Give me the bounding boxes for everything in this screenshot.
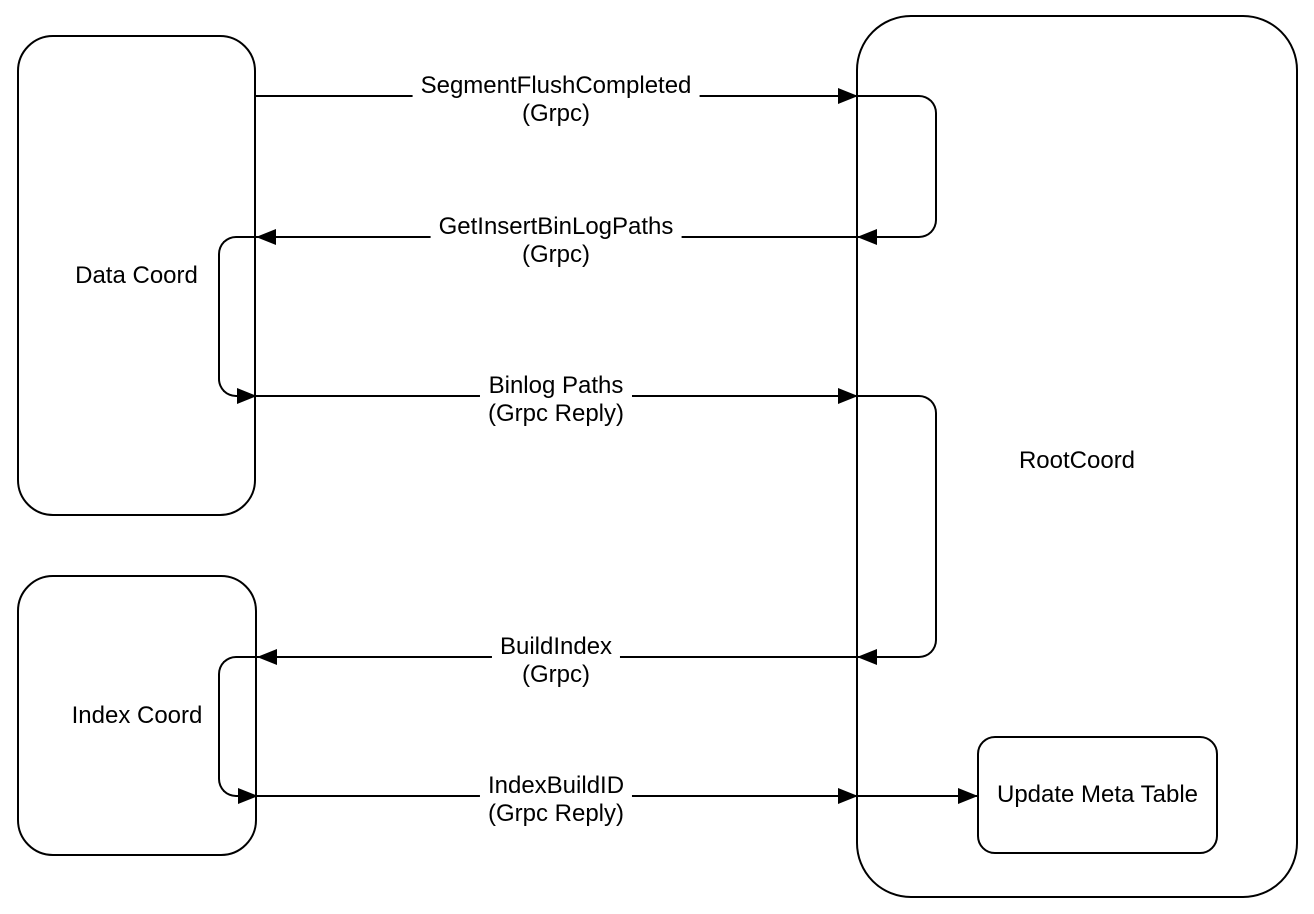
arrowhead-right-icon bbox=[838, 88, 858, 104]
node-root-coord-label: RootCoord bbox=[1018, 447, 1136, 474]
arrowhead-right-icon bbox=[838, 788, 858, 804]
message-name: BuildIndex bbox=[499, 633, 613, 660]
arrowhead-left-icon bbox=[857, 229, 877, 245]
node-data-coord-label: Data Coord bbox=[75, 261, 198, 289]
node-update-meta-table-label: Update Meta Table bbox=[996, 781, 1199, 808]
message-line-continuation bbox=[857, 795, 977, 797]
arrowhead-left-icon bbox=[257, 649, 277, 665]
message-protocol: (Grpc Reply) bbox=[487, 400, 625, 427]
node-root-coord: RootCoord bbox=[856, 15, 1298, 898]
arrowhead-right-icon bbox=[237, 388, 257, 404]
node-update-meta-table: Update Meta Table bbox=[977, 736, 1218, 854]
node-index-coord: Index Coord bbox=[17, 575, 257, 856]
message-protocol: (Grpc) bbox=[522, 241, 590, 268]
message-protocol: (Grpc) bbox=[522, 100, 590, 127]
processing-bracket-index-coord bbox=[218, 656, 257, 797]
message-name: IndexBuildID bbox=[487, 772, 625, 799]
arrowhead-right-icon bbox=[958, 788, 978, 804]
message-label: IndexBuildID (Grpc Reply) bbox=[479, 772, 633, 828]
message-label: Binlog Paths (Grpc Reply) bbox=[479, 372, 633, 428]
message-name: GetInsertBinLogPaths bbox=[438, 213, 674, 240]
message-name: Binlog Paths bbox=[488, 372, 624, 399]
message-protocol: (Grpc Reply) bbox=[487, 800, 625, 827]
message-label: BuildIndex (Grpc) bbox=[491, 633, 621, 689]
processing-bracket-rootcoord-2 bbox=[857, 395, 937, 658]
processing-bracket-rootcoord-1 bbox=[857, 95, 937, 238]
message-label: SegmentFlushCompleted (Grpc) bbox=[412, 72, 700, 128]
arrowhead-left-icon bbox=[256, 229, 276, 245]
arrowhead-left-icon bbox=[857, 649, 877, 665]
arrowhead-right-icon bbox=[838, 388, 858, 404]
arrowhead-right-icon bbox=[238, 788, 258, 804]
message-protocol: (Grpc) bbox=[521, 661, 590, 688]
node-data-coord: Data Coord bbox=[17, 35, 256, 516]
message-name: SegmentFlushCompleted bbox=[420, 72, 692, 99]
node-index-coord-label: Index Coord bbox=[71, 701, 203, 729]
processing-bracket-data-coord bbox=[218, 236, 256, 397]
message-label: GetInsertBinLogPaths (Grpc) bbox=[430, 213, 682, 269]
